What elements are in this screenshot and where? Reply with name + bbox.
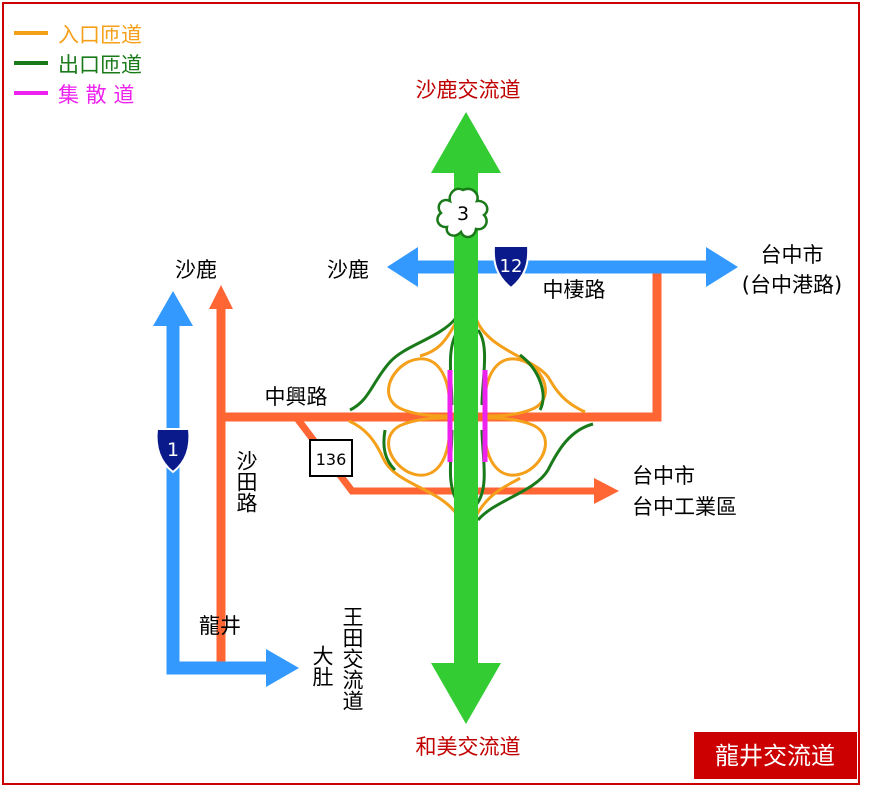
provincial-route-shield-icon [309, 439, 353, 477]
zhongxing-road-line [221, 270, 662, 422]
longjing-label: 龍井 [199, 614, 241, 638]
title-box-label: 龍井交流道 [715, 742, 835, 770]
freeway-3-south-arrowhead [431, 663, 501, 724]
route-136-arrowhead [594, 478, 619, 504]
exit-ramp-sw-outer [382, 429, 397, 472]
map-border [2, 2, 860, 785]
zhongxing-road-label: 中興路 [265, 385, 328, 409]
expressway-shield-icon [492, 245, 530, 290]
exit-ramp-nw [349, 317, 458, 412]
entrance-ramp-ne [474, 317, 586, 414]
freeway-1-east-arrowhead [266, 649, 299, 687]
exit-ramp-se [474, 429, 486, 506]
south-interchange-label: 和美交流道 [416, 735, 521, 759]
entrance-ramp-se [474, 476, 521, 517]
exit-ramp-se-outer [476, 422, 594, 522]
national-freeway-shield-icon [155, 428, 191, 474]
west-shalu-label: 沙鹿 [327, 258, 369, 282]
east-taichung-city-label: 台中市 [761, 243, 824, 267]
plum-blossom-shield-icon [436, 187, 489, 239]
entrance-ramp-loop-ne [482, 357, 547, 418]
provincial-136-shield-number: 136 [316, 450, 347, 469]
legend-label-exit: 出口匝道 [58, 53, 142, 77]
expressway-12-shield-number: 12 [500, 256, 523, 277]
se-taichung-city-label: 台中市 [632, 464, 695, 488]
shatian-road-label: 沙田路 [234, 450, 258, 513]
freeway-3-shield: 3 [436, 187, 489, 239]
shatian-road-arrowhead [209, 285, 233, 309]
freeway-1-shield: 1 [155, 428, 191, 474]
east-taichung-port-road-label: (台中港路) [742, 273, 842, 297]
entrance-ramp-sw [348, 419, 460, 517]
exit-ramp-ne-outer [519, 353, 545, 411]
dadu-label: 大肚 [310, 645, 334, 687]
exit-ramp-ne [476, 329, 487, 406]
entrance-ramp-loop-nw [387, 357, 452, 418]
expressway-12-west-arrowhead [387, 247, 418, 287]
freeway-1-north-arrowhead [153, 291, 193, 326]
freeway-3-north-arrowhead [431, 112, 501, 173]
freeway-1-shield-number: 1 [167, 439, 179, 461]
se-industrial-zone-label: 台中工業區 [632, 495, 737, 519]
left-shalu-label: 沙鹿 [175, 258, 217, 282]
interchange-ramps [348, 317, 594, 522]
entrance-ramp-loop-sw [387, 416, 452, 477]
zhongqi-road-label: 中棲路 [543, 278, 606, 302]
expressway-12-east-arrowhead [706, 247, 738, 287]
legend-label-entrance: 入口匝道 [58, 23, 142, 47]
expressway-12-shield: 12 [492, 245, 530, 290]
north-interchange-label: 沙鹿交流道 [416, 78, 521, 102]
freeway-3-shield-number: 3 [457, 203, 469, 225]
legend-label-collector: 集 散 道 [58, 83, 134, 107]
title-box-background [694, 732, 857, 779]
entrance-ramp-loop-se [482, 416, 547, 477]
title-box: 龍井交流道 [694, 732, 857, 779]
provincial-136-shield: 136 [309, 439, 353, 477]
legend: 入口匝道 出口匝道 集 散 道 [14, 23, 142, 107]
wangtian-interchange-label: 王田交流道 [340, 606, 364, 711]
